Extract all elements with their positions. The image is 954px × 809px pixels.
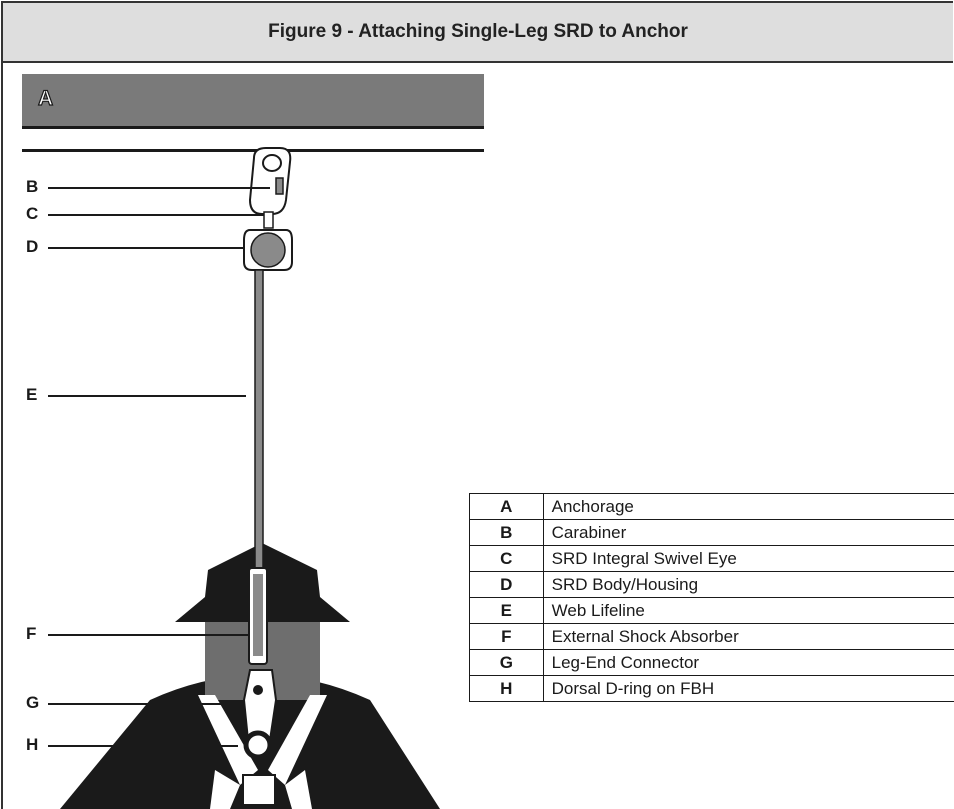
legend-desc: Anchorage: [542, 493, 954, 520]
legend-desc: Carabiner: [542, 519, 954, 546]
legend-key: D: [469, 571, 544, 598]
legend-key: F: [469, 623, 544, 650]
dorsal-d-ring: [243, 730, 273, 760]
connector-pin: [253, 685, 263, 695]
legend-desc: Web Lifeline: [542, 597, 954, 624]
dorsal-pad: [242, 774, 276, 806]
figure-title: Figure 9 - Attaching Single-Leg SRD to A…: [268, 21, 688, 42]
carabiner-lock: [275, 177, 284, 195]
anchorage-block: A: [22, 74, 484, 129]
harness-strap-lower-left: [210, 770, 240, 809]
leader-line: [48, 187, 270, 189]
callout-label: F: [26, 624, 37, 643]
callout-label: G: [26, 693, 40, 712]
callout-label: E: [26, 385, 38, 404]
legend-desc: Leg-End Connector: [542, 649, 954, 676]
leg-end-connector: [242, 669, 278, 741]
harness-strap-left: [198, 695, 258, 785]
leader-line: [48, 634, 250, 636]
leader-line: [48, 745, 238, 747]
anchorage-line: [22, 149, 484, 152]
shock-absorber-pack: [253, 574, 263, 656]
carabiner-gate: [262, 154, 282, 172]
callout-label: B: [26, 177, 39, 196]
harness-strap-right: [268, 695, 327, 785]
swivel-eye: [263, 211, 274, 229]
legend-key: H: [469, 675, 544, 702]
srd-drum: [250, 232, 286, 268]
callout-label: H: [26, 735, 39, 754]
leader-line: [48, 214, 264, 216]
legend-desc: SRD Body/Housing: [542, 571, 954, 598]
legend-key: B: [469, 519, 544, 546]
legend-desc: SRD Integral Swivel Eye: [542, 545, 954, 572]
anchorage-letter: A: [37, 86, 54, 110]
legend-desc: External Shock Absorber: [542, 623, 954, 650]
leader-line: [48, 703, 244, 705]
callout-label: D: [26, 237, 39, 256]
legend-key: C: [469, 545, 544, 572]
harness-strap-lower-right: [285, 770, 312, 809]
leader-line: [48, 247, 244, 249]
legend-key: G: [469, 649, 544, 676]
leader-line: [48, 395, 246, 397]
legend-key: A: [469, 493, 544, 520]
callout-label: C: [26, 204, 39, 223]
figure-header: Figure 9 - Attaching Single-Leg SRD to A…: [3, 3, 953, 63]
web-lifeline: [254, 269, 264, 571]
legend-key: E: [469, 597, 544, 624]
legend-desc: Dorsal D-ring on FBH: [542, 675, 954, 702]
